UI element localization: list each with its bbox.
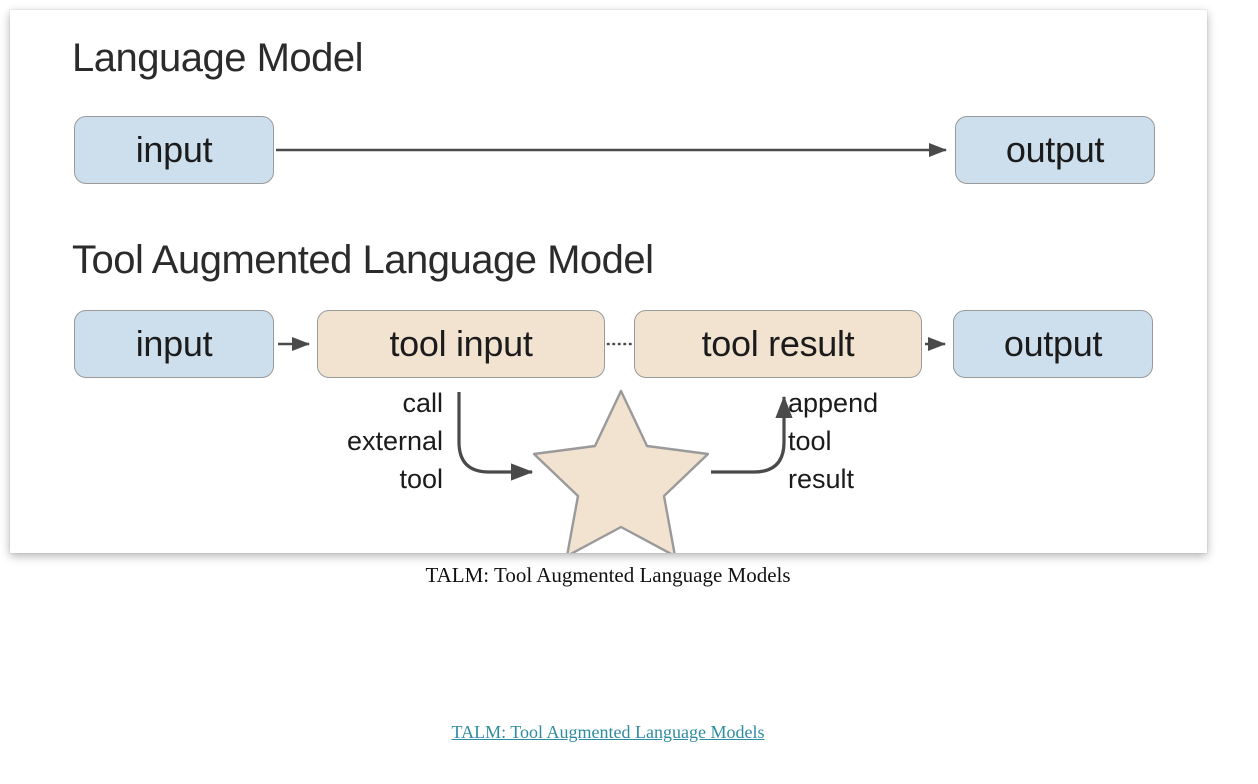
arrow-call-external-tool [457,392,534,481]
label-line-result: result [788,464,855,494]
label-line-external: external [346,426,443,456]
node-talm-input[interactable]: input [74,310,274,378]
label-append-tool-result: append tool result [788,384,968,498]
label-line-append: append [788,388,879,418]
node-lm-input[interactable]: input [74,116,274,184]
figure-caption: TALM: Tool Augmented Language Models [425,563,791,587]
source-link-container: TALM: Tool Augmented Language Models [0,722,1216,743]
talm-diagram: Language Model input output Tool Augment… [10,10,1207,553]
source-link[interactable]: TALM: Tool Augmented Language Models [451,722,765,742]
arrow-append-tool-result [711,395,793,474]
label-line-tool: tool [399,464,443,494]
star-icon [532,389,710,553]
node-tool-input[interactable]: tool input [317,310,605,378]
node-talm-output[interactable]: output [953,310,1153,378]
label-call-external-tool: call external tool [285,384,443,498]
heading-language-model: Language Model [72,36,364,80]
node-lm-output[interactable]: output [955,116,1155,184]
node-tool-result[interactable]: tool result [634,310,922,378]
label-line-call: call [402,388,443,418]
label-line-tool-2: tool [788,426,832,456]
figure-card: Language Model input output Tool Augment… [10,10,1207,553]
heading-tool-augmented-language-model: Tool Augmented Language Model [72,238,654,282]
